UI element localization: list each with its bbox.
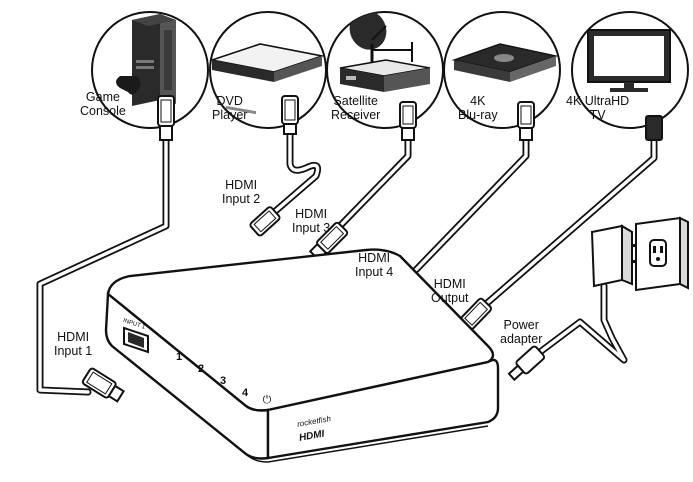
power-button-icon[interactable]: ⏻: [262, 394, 272, 406]
plug-input-2: [249, 206, 281, 237]
tv-icon: [587, 29, 671, 92]
dvd-player-icon: [210, 43, 326, 115]
device-circle-satellite-receiver: [326, 11, 444, 129]
plug-game-console: [157, 95, 175, 141]
label-hdmi-input-4: HDMI Input 4: [355, 251, 394, 279]
plug-bluray: [517, 101, 535, 141]
plug-tv: [645, 115, 663, 141]
plug-power: [507, 345, 546, 382]
label-4k-tv: 4K UltraHD TV: [566, 94, 630, 122]
power-adapter: [590, 224, 642, 288]
label-game-console: Game Console: [80, 90, 126, 118]
input-1-port: [123, 326, 149, 354]
hdmi-switch: [104, 248, 500, 463]
label-hdmi-input-2: HDMI Input 2: [222, 178, 261, 206]
label-satellite-receiver: Satellite Receiver: [331, 94, 381, 122]
device-circle-4k-bluray: [443, 11, 561, 129]
plug-satellite-receiver: [399, 101, 417, 141]
label-hdmi-input-1: HDMI Input 1: [54, 330, 93, 358]
plug-dvd-player: [281, 95, 299, 135]
bluray-player-icon: [451, 43, 559, 82]
indicator-4: 4: [242, 387, 249, 399]
label-dvd-player: DVD Player: [212, 94, 248, 122]
cable-input-2: [268, 128, 322, 218]
device-circle-game-console: [91, 11, 209, 129]
label-4k-bluray: 4K Blu-ray: [458, 94, 498, 122]
indicator-1: 1: [176, 351, 183, 363]
satellite-receiver-icon: [339, 12, 431, 92]
label-hdmi-output: HDMI Output: [431, 277, 469, 305]
game-console-icon: [116, 14, 176, 106]
label-hdmi-input-3: HDMI Input 3: [292, 207, 331, 235]
device-circle-4k-tv: [571, 11, 689, 129]
hdmi-cables: [36, 128, 658, 396]
indicator-3: 3: [220, 375, 227, 387]
plug-input-1: [81, 367, 126, 403]
indicator-2: 2: [198, 363, 205, 375]
label-power-adapter: Power adapter: [500, 318, 543, 346]
wall-outlet: [635, 216, 689, 292]
